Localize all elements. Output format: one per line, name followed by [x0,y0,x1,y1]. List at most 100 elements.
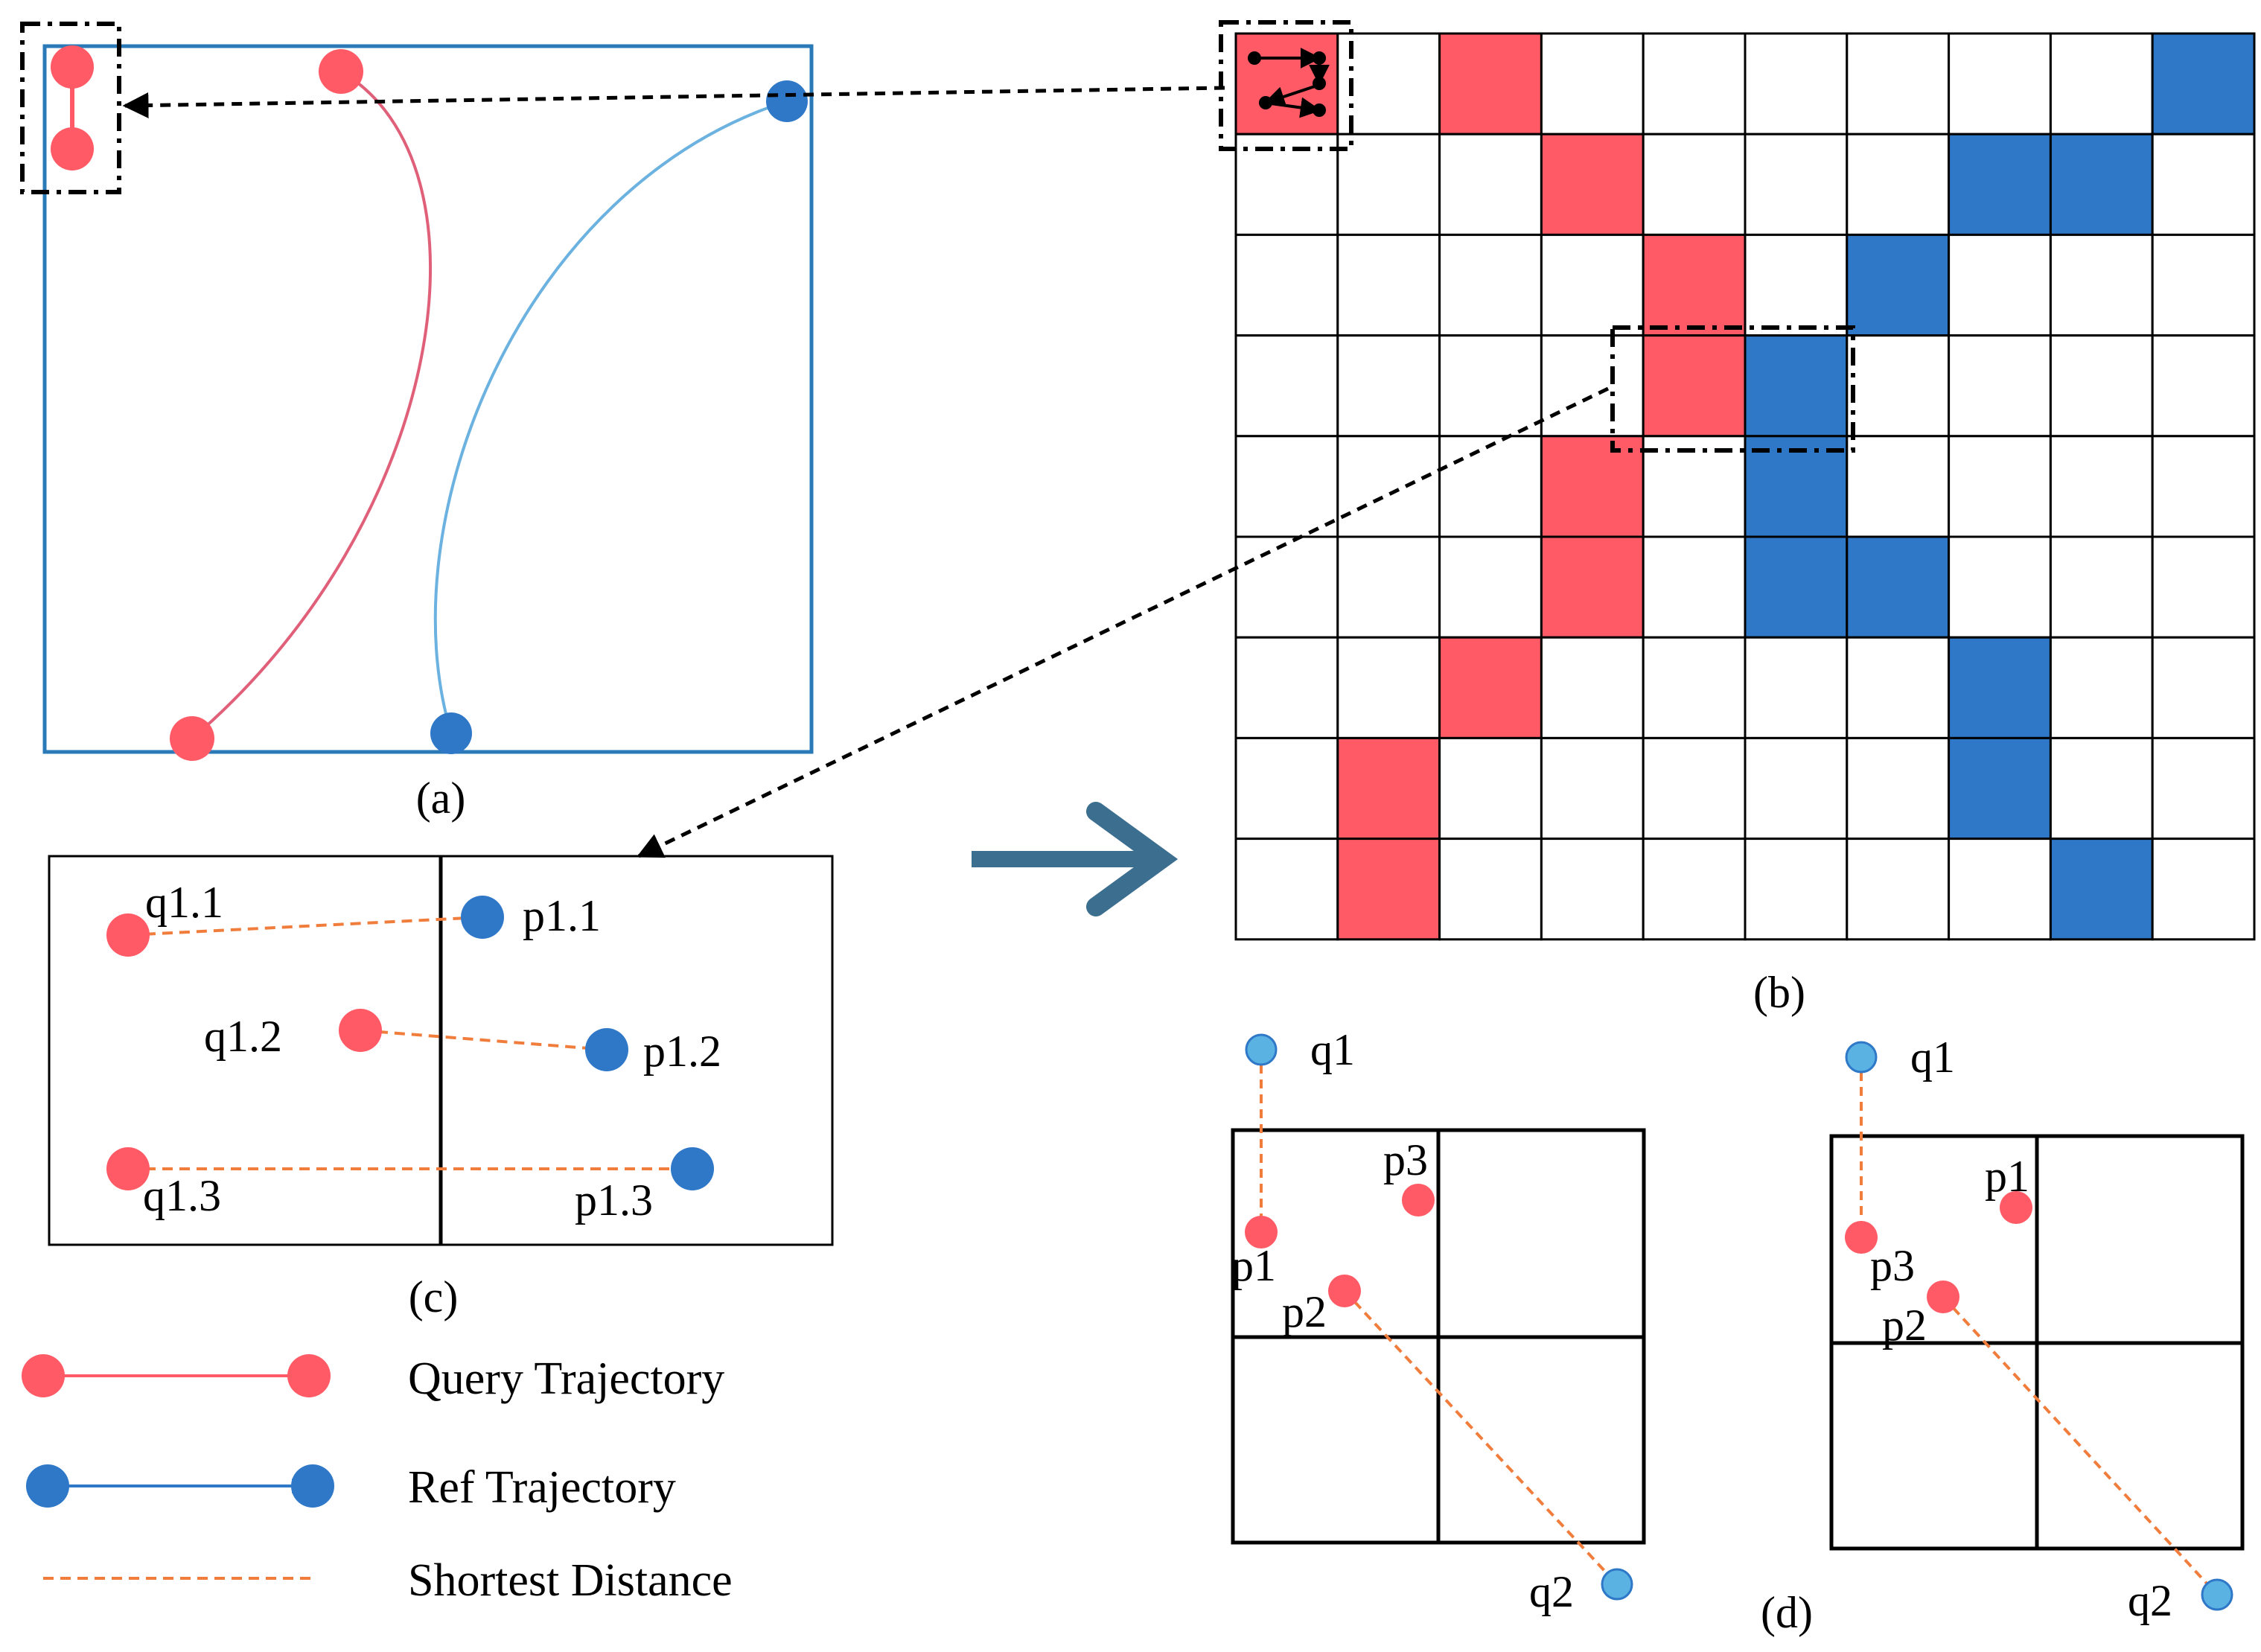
grid-cell-empty [1234,636,1339,739]
grid-cell-empty [2049,736,2154,841]
grid-cell-empty [1744,736,1849,841]
grid-cell-empty [2151,133,2256,236]
grid-cell-empty [1642,133,1747,236]
point-p1-left [1245,1216,1278,1248]
grid-cell-ref [1948,736,2052,841]
grid-cell-empty [1846,133,1951,236]
grid-cell-empty [1540,32,1645,135]
zoom-box-b-corner [1219,20,1353,151]
grid-cell-empty [1234,736,1339,841]
legend: Query Trajectory Ref Trajectory Shortest… [22,1353,733,1606]
legend-ref: Ref Trajectory [26,1462,676,1513]
grid-cell-query [1540,535,1645,639]
query-start-point [319,49,363,94]
ref-start-point [766,80,808,122]
grid-cell-empty [2151,636,2256,739]
grid-cell-empty [2049,535,2154,639]
grid-cell-ref [1948,133,2052,236]
legend-distance-text: Shortest Distance [408,1555,733,1606]
grid-cell-empty [1234,334,1339,438]
grid-cell-empty [2151,535,2256,639]
point-p2-right [1927,1281,1959,1313]
query-end-point [170,716,214,761]
grid-cell-empty [1234,233,1339,337]
grid-cell-empty [1234,435,1339,538]
distance-line-2 [360,1029,607,1051]
grid-cell-empty [1846,435,1951,538]
distance-line-1 [127,916,483,937]
legend-query-text: Query Trajectory [408,1353,724,1404]
grid-cell-empty [1642,32,1747,135]
grid-cell-empty [1744,838,1849,941]
grid-cell-empty [1540,736,1645,841]
ref-end-point [430,712,472,754]
zoom-point-top [51,45,94,89]
grid-cell-empty [1642,736,1747,841]
ref-point-p1-3 [671,1147,714,1190]
grid-cell-ref [1744,334,1849,438]
grid-cell-empty [2049,435,2154,538]
zoom-box-a [20,22,121,194]
ref-point-p1-1 [461,896,504,939]
grid-cell-empty [1948,435,2052,538]
distance-p2-q2-right [1942,1295,2219,1596]
zoom-box-b-center [1610,325,1855,453]
grid-cell-query [1336,736,1441,841]
point-p1-right [2000,1191,2032,1224]
grid-cell-empty [1846,334,1951,438]
label-q1-1: q1.1 [145,878,223,927]
grid-cell-empty [2049,32,2154,135]
panel-a-label: (a) [416,774,466,823]
panel-c: q1.1 q1.2 q1.3 p1.1 p1.2 p1.3 (c) [48,855,834,1321]
ref-point-p1-2 [585,1028,628,1071]
label-p2-right: p2 [1882,1301,1927,1350]
panel-b-grid [1234,32,2256,941]
grid-cell-empty [1744,636,1849,739]
grid-cell-query [1642,233,1747,337]
label-q2-right: q2 [2128,1576,2172,1625]
grid-cell-empty [1336,636,1441,739]
label-p3-right: p3 [1870,1241,1915,1290]
grid-cell-empty [1948,838,2052,941]
label-p1-1: p1.1 [523,891,601,940]
grid-cell-empty [1642,535,1747,639]
grid-cell-empty [1234,133,1339,236]
ref-trajectory-curve [433,100,788,734]
grid-cell-empty [1846,736,1951,841]
label-q1-left: q1 [1310,1025,1355,1074]
grid-cell-ref [1948,636,2052,739]
label-p2-left: p2 [1282,1287,1327,1336]
transform-arrow [972,802,1179,916]
panel-b-label: (b) [1753,968,1805,1017]
legend-query: Query Trajectory [22,1353,724,1404]
panel-d-left: q1 q2 p1 p2 p3 [1231,1025,1646,1616]
grid-cell-ref [2151,32,2256,135]
grid-cell-empty [2151,334,2256,438]
panel-a-frame [42,44,814,754]
label-q1-right: q1 [1910,1033,1955,1082]
grid-cell-empty [1744,32,1849,135]
grid-cell-empty [1540,838,1645,941]
grid-cell-ref [1846,535,1951,639]
grid-cell-empty [1846,32,1951,135]
grid-cell-query [1438,32,1543,135]
distance-p2-q2-left [1343,1289,1619,1586]
grid-cell-ref [2049,133,2154,236]
query-point-q1-3 [106,1147,150,1190]
panel-a: (a) [20,22,814,823]
grid-cell-empty [1336,535,1441,639]
grid-cell-empty [1234,535,1339,639]
grid-cell-empty [1438,233,1543,337]
grid-cell-query [1336,838,1441,941]
connector-b-to-c [636,386,1610,858]
connector-b-to-a [122,86,1225,118]
label-q2-left: q2 [1529,1567,1574,1616]
grid-cell-empty [1438,736,1543,841]
grid-cell-empty [2151,233,2256,337]
panel-c-label: (c) [409,1272,459,1321]
grid-cell-query [1642,334,1747,438]
grid-cell-empty [1846,636,1951,739]
label-p3-left: p3 [1383,1135,1428,1184]
grid-cell-empty [1336,435,1441,538]
point-p3-right [1845,1221,1878,1254]
